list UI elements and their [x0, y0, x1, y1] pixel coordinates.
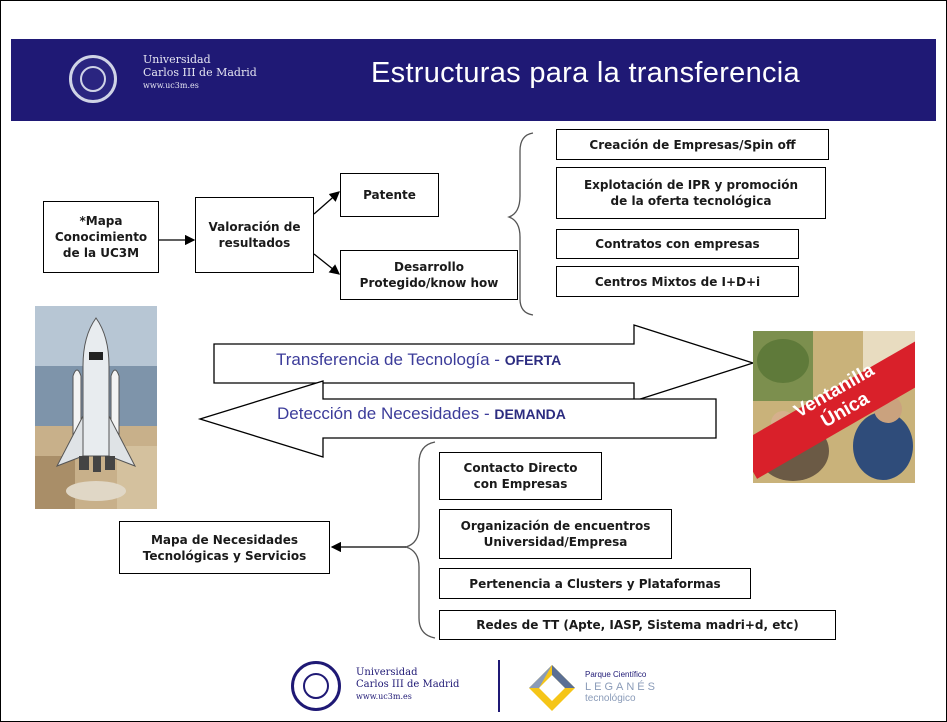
- demanda-arrow: [197, 380, 717, 458]
- ventanilla-unica-image: Ventanilla Única: [753, 331, 915, 483]
- footer-university-seal-icon: [291, 661, 341, 711]
- demanda-label: Detección de Necesidades - DEMANDA: [277, 404, 566, 424]
- header-logo-text: Universidad Carlos III de Madrid www.uc3…: [143, 53, 257, 92]
- box-pertenencia-clusters: Pertenencia a Clusters y Plataformas: [439, 568, 751, 599]
- space-shuttle-image: [35, 306, 157, 509]
- box-valoracion-resultados: Valoración de resultados: [195, 197, 314, 273]
- box-desarrollo: Desarrollo Protegido/know how: [340, 250, 518, 300]
- header-logo-line3: www.uc3m.es: [143, 81, 199, 90]
- connector-valoracion-desarrollo: [313, 253, 341, 275]
- box-mapa-conocimiento: *Mapa Conocimiento de la UC3M: [43, 201, 159, 273]
- footer-logo-line2: Carlos III de Madrid: [356, 679, 460, 690]
- parque-logo-text: Parque Científico LEGANÉS tecnológico: [585, 669, 658, 705]
- connector-valoracion-patente: [313, 191, 340, 215]
- box-mapa-necesidades: Mapa de Necesidades Tecnológicas y Servi…: [119, 521, 330, 574]
- university-seal-icon: [69, 55, 117, 103]
- oferta-label: Transferencia de Tecnología - OFERTA: [276, 350, 561, 370]
- box-redes-tt: Redes de TT (Apte, IASP, Sistema madri+d…: [439, 610, 836, 640]
- box-explotacion-ipr: Explotación de IPR y promoción de la ofe…: [556, 167, 826, 219]
- parque-line1: Parque Científico: [585, 670, 647, 679]
- box-patente: Patente: [340, 173, 439, 217]
- box-creacion-empresas: Creación de Empresas/Spin off: [556, 129, 829, 160]
- header-banner: Universidad Carlos III de Madrid www.uc3…: [11, 39, 936, 121]
- box-centros-mixtos: Centros Mixtos de I+D+i: [556, 266, 799, 297]
- header-logo-line2: Carlos III de Madrid: [143, 66, 257, 79]
- oferta-label-bold: OFERTA: [504, 352, 562, 368]
- parque-line3: tecnológico: [585, 693, 636, 704]
- demanda-label-bold: DEMANDA: [494, 406, 566, 422]
- header-logo-line1: Universidad: [143, 53, 211, 66]
- oferta-arrow: [213, 324, 756, 402]
- footer-separator: [498, 660, 500, 712]
- curly-brace-top: [507, 132, 534, 316]
- footer-logo-line3: www.uc3m.es: [356, 692, 412, 701]
- box-organizacion-encuentros: Organización de encuentros Universidad/E…: [439, 509, 672, 559]
- curly-brace-bottom: [403, 441, 436, 639]
- box-contratos-empresas: Contratos con empresas: [556, 229, 799, 259]
- box-contacto-directo: Contacto Directo con Empresas: [439, 452, 602, 500]
- parque-diamond-icon: [529, 665, 575, 711]
- demanda-label-text: Detección de Necesidades -: [277, 404, 495, 423]
- footer-logo-line1: Universidad: [356, 667, 418, 678]
- footer-logo-text: Universidad Carlos III de Madrid www.uc3…: [356, 667, 459, 703]
- parque-line2: LEGANÉS: [585, 681, 658, 693]
- slide-title: Estructuras para la transferencia: [371, 57, 800, 89]
- oferta-label-text: Transferencia de Tecnología -: [276, 350, 505, 369]
